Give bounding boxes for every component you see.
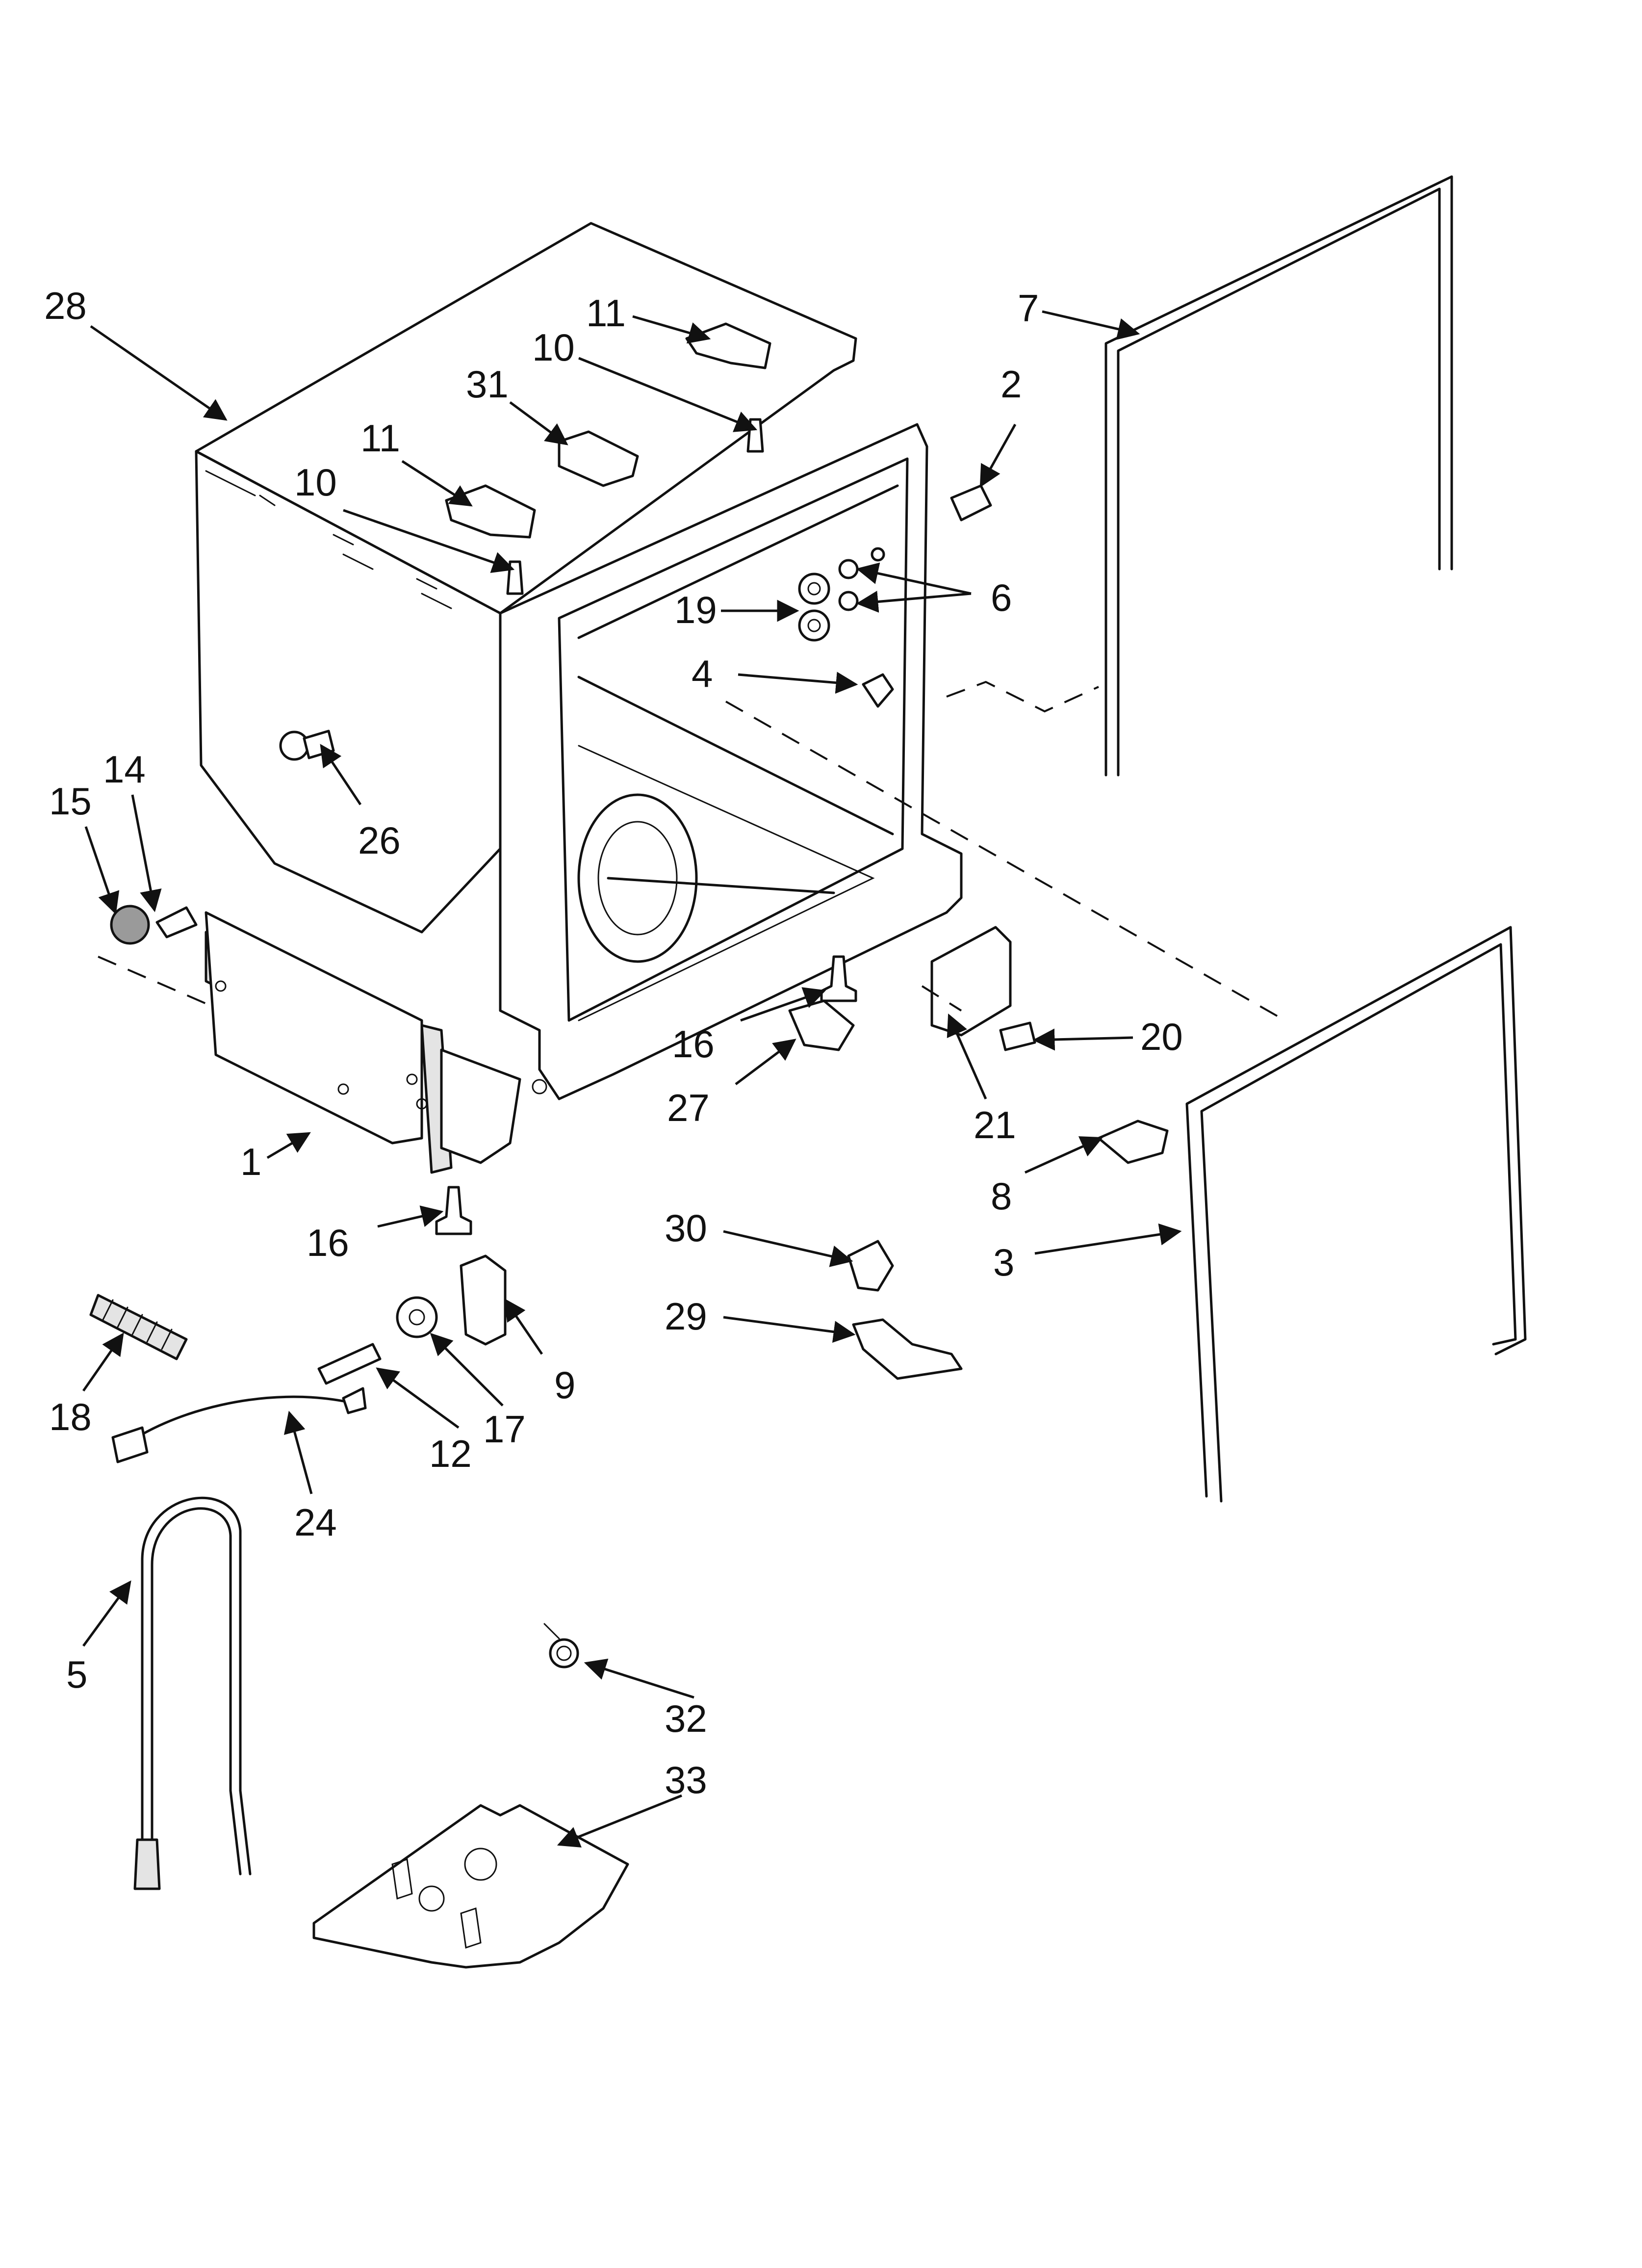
callout-18: 18 — [49, 1395, 92, 1438]
cap-part — [847, 1240, 894, 1292]
callout-labels: 28 11 10 31 11 10 7 2 6 19 4 26 15 14 16… — [44, 284, 1183, 1801]
callout-28: 28 — [44, 284, 87, 327]
callout-11: 11 — [586, 291, 626, 335]
callout-32: 32 — [665, 1697, 707, 1740]
pulley-part — [396, 1296, 438, 1338]
callout-16: 16 — [672, 1022, 715, 1066]
callout-1: 1 — [240, 1140, 261, 1183]
bracket-part — [930, 926, 1012, 1037]
washer-part — [838, 547, 885, 611]
drain-hose-part — [133, 1496, 252, 1890]
clip-part — [788, 999, 855, 1051]
ground-wire-part — [121, 1395, 355, 1449]
callout-19: 19 — [674, 588, 717, 631]
screw-part — [506, 560, 524, 595]
bracket-part — [852, 1318, 963, 1380]
callout-24: 24 — [294, 1501, 337, 1544]
callout-33: 33 — [665, 1758, 707, 1801]
callout-27: 27 — [667, 1086, 710, 1129]
callout-10: 10 — [294, 461, 337, 504]
screw-part — [746, 418, 764, 453]
callout-14: 14 — [103, 748, 146, 791]
callout-15: 15 — [49, 780, 92, 823]
callout-6: 6 — [991, 576, 1012, 619]
callout-30: 30 — [665, 1206, 707, 1250]
clip-part — [558, 430, 639, 487]
callout-17: 17 — [483, 1408, 526, 1451]
callout-16: 16 — [307, 1221, 349, 1264]
screw-part — [950, 484, 992, 521]
callout-11: 11 — [360, 417, 400, 460]
spring-part — [89, 1294, 188, 1360]
callout-29: 29 — [665, 1295, 707, 1338]
roller-part — [798, 573, 830, 642]
screw-part — [155, 906, 198, 938]
callout-21: 21 — [974, 1103, 1016, 1147]
callout-7: 7 — [1018, 287, 1039, 330]
callout-8: 8 — [991, 1174, 1012, 1218]
callout-12: 12 — [429, 1432, 472, 1475]
leveling-leg-part — [435, 1186, 472, 1235]
hose-clamp-part — [543, 1623, 579, 1668]
plate-part — [460, 1254, 507, 1346]
callout-26: 26 — [358, 819, 401, 862]
plug-part — [862, 673, 894, 708]
latch-part — [1097, 1120, 1169, 1164]
nut-part — [110, 905, 150, 945]
callout-4: 4 — [692, 652, 713, 695]
callout-9: 9 — [554, 1363, 575, 1407]
door-gasket-part — [1104, 175, 1453, 777]
callout-10: 10 — [532, 326, 575, 369]
callout-2: 2 — [1001, 363, 1022, 406]
parts-bag-part — [312, 1804, 629, 1969]
leader-arrows — [82, 310, 1182, 1848]
callout-5: 5 — [66, 1653, 87, 1696]
callout-3: 3 — [993, 1241, 1014, 1284]
screw-part — [999, 1021, 1036, 1051]
callout-20: 20 — [1140, 1015, 1183, 1058]
tub-gasket-part — [1185, 926, 1527, 1503]
callout-31: 31 — [466, 363, 509, 406]
screw-part — [317, 1343, 382, 1385]
leveling-leg-part — [820, 955, 857, 1002]
